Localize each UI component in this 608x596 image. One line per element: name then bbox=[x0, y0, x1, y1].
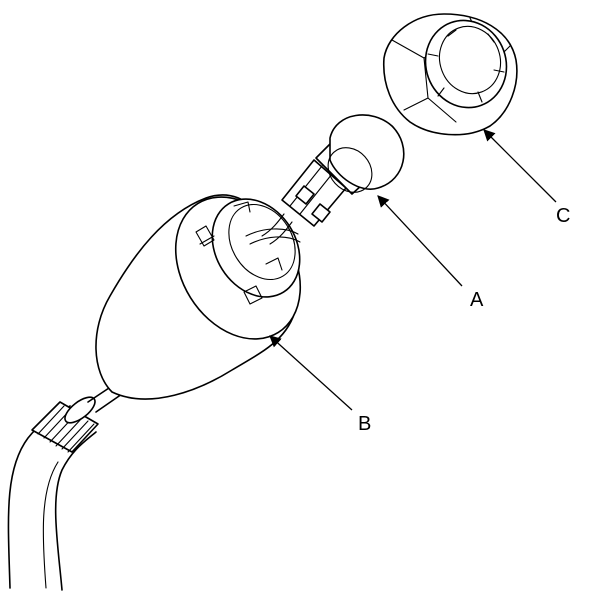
wire-harness bbox=[7, 385, 123, 591]
callout-label-c: C bbox=[556, 205, 570, 227]
callout-label-a: A bbox=[470, 289, 484, 311]
retaining-ring bbox=[382, 13, 518, 136]
callout-label-b: B bbox=[358, 413, 371, 435]
socket bbox=[95, 194, 302, 400]
cable-grommet bbox=[31, 396, 99, 453]
callout-leader-b bbox=[269, 335, 353, 411]
bulb bbox=[261, 114, 405, 245]
callout-leader-a bbox=[377, 195, 463, 287]
callout-leader-c bbox=[483, 129, 557, 203]
